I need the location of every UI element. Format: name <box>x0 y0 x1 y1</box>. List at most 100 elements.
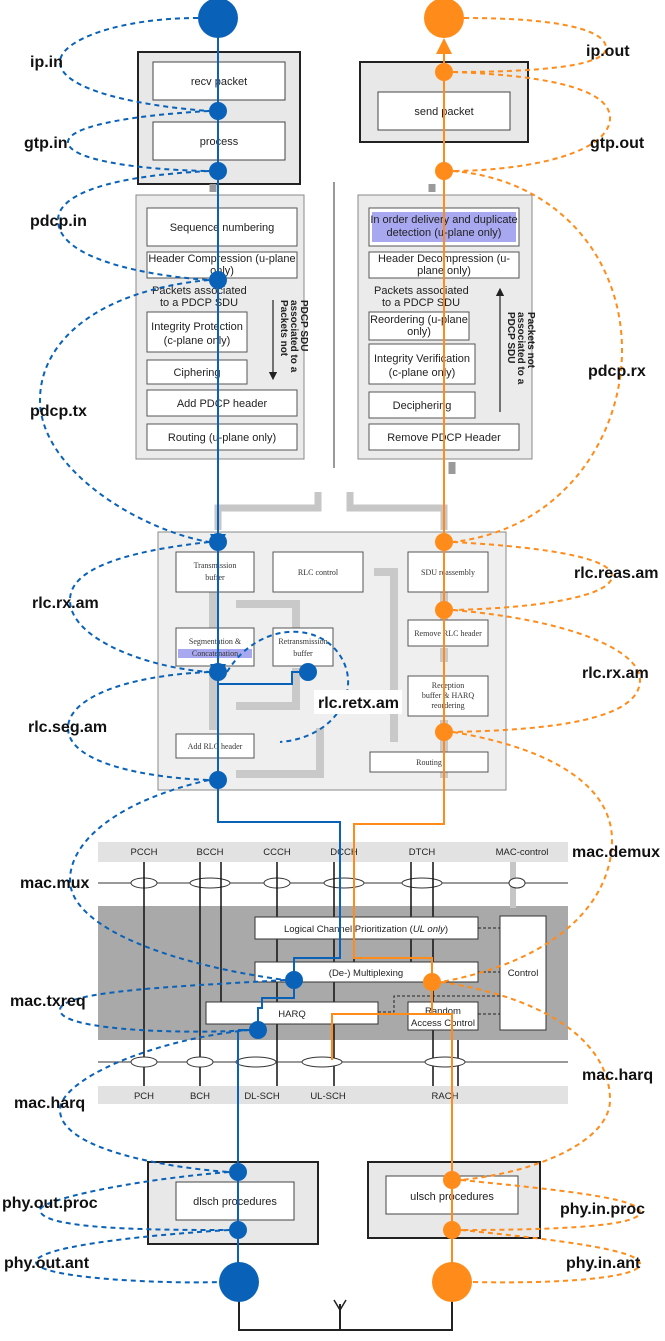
segmentation-concatenation: Segmentation & <box>189 637 242 646</box>
lcp-text: Logical Channel Prioritization ( <box>284 924 414 935</box>
label-rlc-rx-am-right: rlc.rx.am <box>582 665 649 682</box>
reception-buffer-line3: reordering <box>431 701 464 710</box>
rlc-routing: Routing <box>416 758 442 767</box>
rx-path <box>331 38 453 1280</box>
retx-label-bg <box>314 690 402 714</box>
packets-associated-rx-2: to a PDCP SDU <box>382 297 460 309</box>
random-access-control-line2: Access Control <box>411 1018 475 1029</box>
channel-pcch: PCCH <box>131 847 158 858</box>
remove-rlc-header: Remove RLC header <box>414 629 482 638</box>
label-mac-harq-right: mac.harq <box>582 1067 653 1084</box>
packets-associated-rx: Packets associated <box>374 285 469 297</box>
channel-rach: RACH <box>432 1091 459 1102</box>
not-assoc-tx-3: PDCP SDU <box>298 300 309 352</box>
antenna <box>238 1282 453 1331</box>
logical-channel-prioritization: Logical Channel Prioritization (UL only) <box>284 924 448 935</box>
integrity-protection-line2: (c-plane only) <box>164 335 231 347</box>
label-mac-harq-left: mac.harq <box>14 1095 85 1112</box>
reordering: Reordering (u-plane <box>370 314 468 326</box>
label-ip-out: ip.out <box>586 43 630 60</box>
dlsch-procedures: dlsch procedures <box>193 1196 277 1208</box>
label-rlc-retx-am: rlc.retx.am <box>318 695 399 712</box>
transmission-buffer-line2: buffer <box>205 573 225 582</box>
rx-dashed-links <box>440 17 642 1284</box>
channel-pch: PCH <box>134 1091 154 1102</box>
channel-bch: BCH <box>190 1091 210 1102</box>
lcp-italic: UL only <box>413 924 446 935</box>
label-mac-mux: mac.mux <box>20 875 89 892</box>
tx-dashed-links <box>34 17 350 1284</box>
channel-dcch: DCCH <box>330 847 358 858</box>
not-assoc-rx-2: associated to a <box>515 312 526 385</box>
retransmission-buffer: Retransmission <box>278 637 327 646</box>
label-pdcp-tx: pdcp.tx <box>30 403 87 420</box>
sdu-reassembly: SDU reassembly <box>421 568 475 577</box>
right-labels: ip.out gtp.out pdcp.rx rlc.reas.am rlc.r… <box>560 43 660 1272</box>
label-rlc-seg-am: rlc.seg.am <box>28 719 107 736</box>
label-rlc-reas-am: rlc.reas.am <box>574 565 659 582</box>
not-assoc-rx-3: PDCP SDU <box>505 312 516 364</box>
add-rlc-header: Add RLC header <box>188 742 243 751</box>
ip-in-endpoint <box>198 0 238 38</box>
packets-associated-label: Packets associated <box>152 285 247 297</box>
phy-out-antenna-endpoint <box>219 1262 259 1302</box>
label-pdcp-in: pdcp.in <box>30 213 87 230</box>
pdcp-rx-block: In order delivery and duplicate detectio… <box>357 194 536 460</box>
phy-in-antenna-endpoint <box>432 1262 472 1302</box>
reordering-line2: only) <box>407 326 431 338</box>
label-mac-demux: mac.demux <box>572 844 660 861</box>
label-phy-out-ant: phy.out.ant <box>4 1255 90 1272</box>
process-box: process <box>200 136 239 148</box>
packets-associated-label-2: to a PDCP SDU <box>160 297 238 309</box>
not-assoc-tx-1: Packets not <box>278 300 289 357</box>
not-assoc-rx-1: Packets not <box>525 312 536 369</box>
integrity-protection: Integrity Protection <box>151 321 243 333</box>
label-phy-out-proc: phy.out.proc <box>2 1195 98 1212</box>
label-rlc-rx-am-left: rlc.rx.am <box>32 595 99 612</box>
rx-nodes <box>423 0 472 1302</box>
pdcp-tx-block: Sequence numbering Header Compression (u… <box>135 194 309 460</box>
integrity-verification-line2: (c-plane only) <box>389 367 456 379</box>
channel-bcch: BCCH <box>197 847 224 858</box>
channel-dtch: DTCH <box>409 847 436 858</box>
transmission-buffer: Transmission <box>194 561 237 570</box>
integrity-verification: Integrity Verification <box>374 353 470 365</box>
channel-ccch: CCCH <box>263 847 291 858</box>
multiplexing-box: (De-) Multiplexing <box>329 968 403 979</box>
add-pdcp-header: Add PDCP header <box>177 398 268 410</box>
not-assoc-tx-2: associated to a <box>288 300 299 373</box>
reception-buffer: Reception <box>432 681 464 690</box>
label-phy-in-proc: phy.in.proc <box>560 1201 645 1218</box>
deciphering: Deciphering <box>393 400 452 412</box>
retransmission-buffer-line2: buffer <box>293 649 313 658</box>
phy-block: dlsch procedures ulsch procedures <box>147 1161 541 1245</box>
mac-control-box: Control <box>508 968 539 979</box>
label-ip-in: ip.in <box>30 54 63 71</box>
packets-not-associated-tx: Packets not associated to a PDCP SDU <box>278 300 309 373</box>
reception-buffer-line2: buffer & HARQ <box>422 691 475 700</box>
channel-mac-control: MAC-control <box>496 847 549 858</box>
lcp-suffix: ) <box>445 924 448 935</box>
sequence-numbering: Sequence numbering <box>170 222 275 234</box>
left-labels: ip.in gtp.in pdcp.in pdcp.tx rlc.rx.am r… <box>2 54 107 1272</box>
header-compression: Header Compression (u-plane <box>148 253 295 265</box>
ciphering: Ciphering <box>173 367 220 379</box>
tx-nodes <box>198 0 317 1302</box>
label-mac-txreq: mac.txreq <box>10 993 86 1010</box>
rlc-control: RLC control <box>298 568 339 577</box>
segmentation-concatenation-line2: Concatenation <box>192 649 238 658</box>
ip-out-endpoint <box>424 0 464 38</box>
label-pdcp-rx: pdcp.rx <box>588 363 646 380</box>
channel-ul-sch: UL-SCH <box>310 1091 346 1102</box>
mac-block: PCCH BCCH CCCH DCCH DTCH MAC-control L <box>98 842 568 1104</box>
label-phy-in-ant: phy.in.ant <box>566 1255 641 1272</box>
channel-dl-sch: DL-SCH <box>244 1091 280 1102</box>
rlc-block: Transmission buffer RLC control SDU reas… <box>157 531 507 791</box>
routing-u-plane: Routing (u-plane only) <box>168 432 276 444</box>
packets-not-associated-rx: Packets not associated to a PDCP SDU <box>505 312 536 385</box>
random-access-control: Random <box>425 1006 461 1017</box>
label-gtp-out: gtp.out <box>590 135 645 152</box>
label-gtp-in: gtp.in <box>24 135 68 152</box>
harq-box: HARQ <box>278 1009 305 1020</box>
